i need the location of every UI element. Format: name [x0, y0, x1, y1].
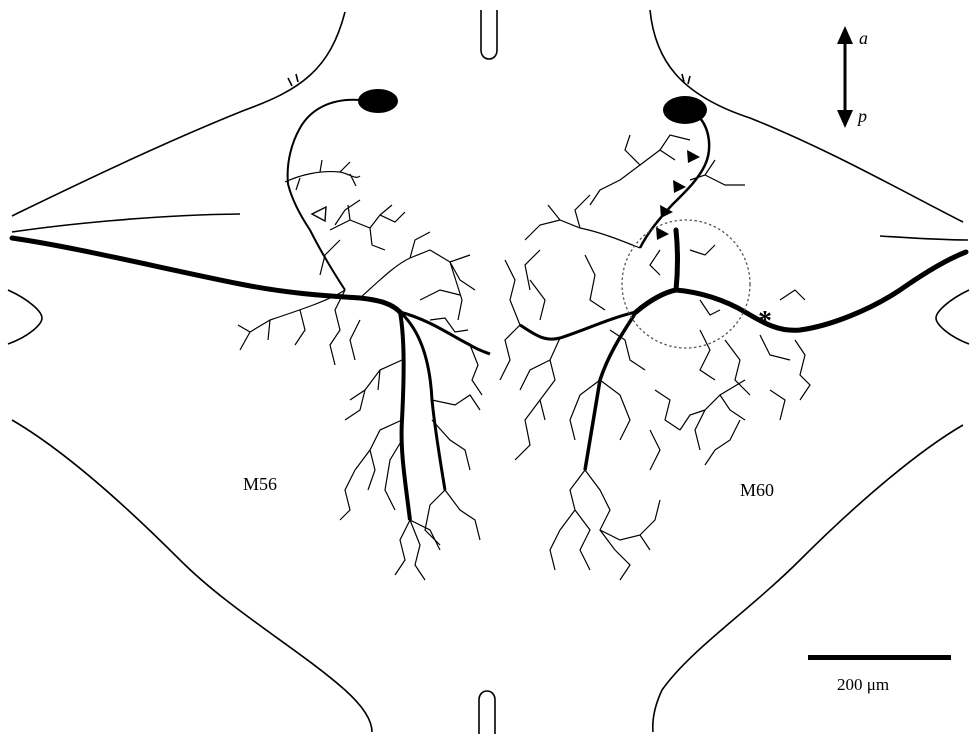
label-m56: M56: [243, 474, 277, 494]
outline-bottom-right: [653, 425, 963, 732]
m56-soma: [358, 89, 398, 113]
m60-dotted-circle: [622, 220, 750, 348]
m56-descending-trunk: [400, 312, 410, 520]
arrow-down-head: [837, 110, 853, 128]
m60-descending-trunk: [585, 312, 636, 470]
neuron-m60: *: [500, 96, 966, 580]
asterisk-label: *: [758, 306, 772, 337]
m60-filled-arrowhead-2: [673, 180, 686, 193]
ganglion-outline: [8, 10, 969, 734]
orientation-arrow: a p: [837, 26, 868, 128]
outline-bottom-notch: [479, 691, 495, 734]
label-m60: M60: [740, 480, 774, 500]
neuron-m56: [12, 89, 490, 580]
scale-bar-label: 200 μm: [837, 675, 889, 694]
m60-dendritic-arbor: [500, 135, 810, 580]
m60-main-axon: [636, 252, 966, 330]
outline-left-lobe: [8, 290, 42, 344]
m56-main-axon: [12, 238, 400, 312]
outline-top-left: [12, 12, 345, 216]
label-posterior: p: [856, 106, 867, 126]
arrow-up-head: [837, 26, 853, 44]
m56-dendritic-arbor: [238, 160, 482, 580]
m56-open-arrowhead: [312, 207, 326, 221]
m56-secondary-trunk: [400, 312, 490, 490]
scale-bar: 200 μm: [808, 655, 951, 694]
outline-left-connective-top: [12, 214, 240, 232]
scale-bar-line: [808, 655, 951, 660]
outline-bottom-left: [12, 420, 372, 732]
m60-vertical-trunk: [676, 230, 678, 290]
outline-left-mark: [288, 74, 298, 86]
label-anterior: a: [859, 28, 868, 48]
m60-filled-arrowhead-4: [656, 227, 669, 240]
outline-top-notch: [481, 10, 497, 59]
outline-right-lobe: [936, 290, 969, 344]
outline-right-connective-top: [880, 236, 968, 240]
m60-filled-arrowhead-1: [687, 150, 700, 163]
